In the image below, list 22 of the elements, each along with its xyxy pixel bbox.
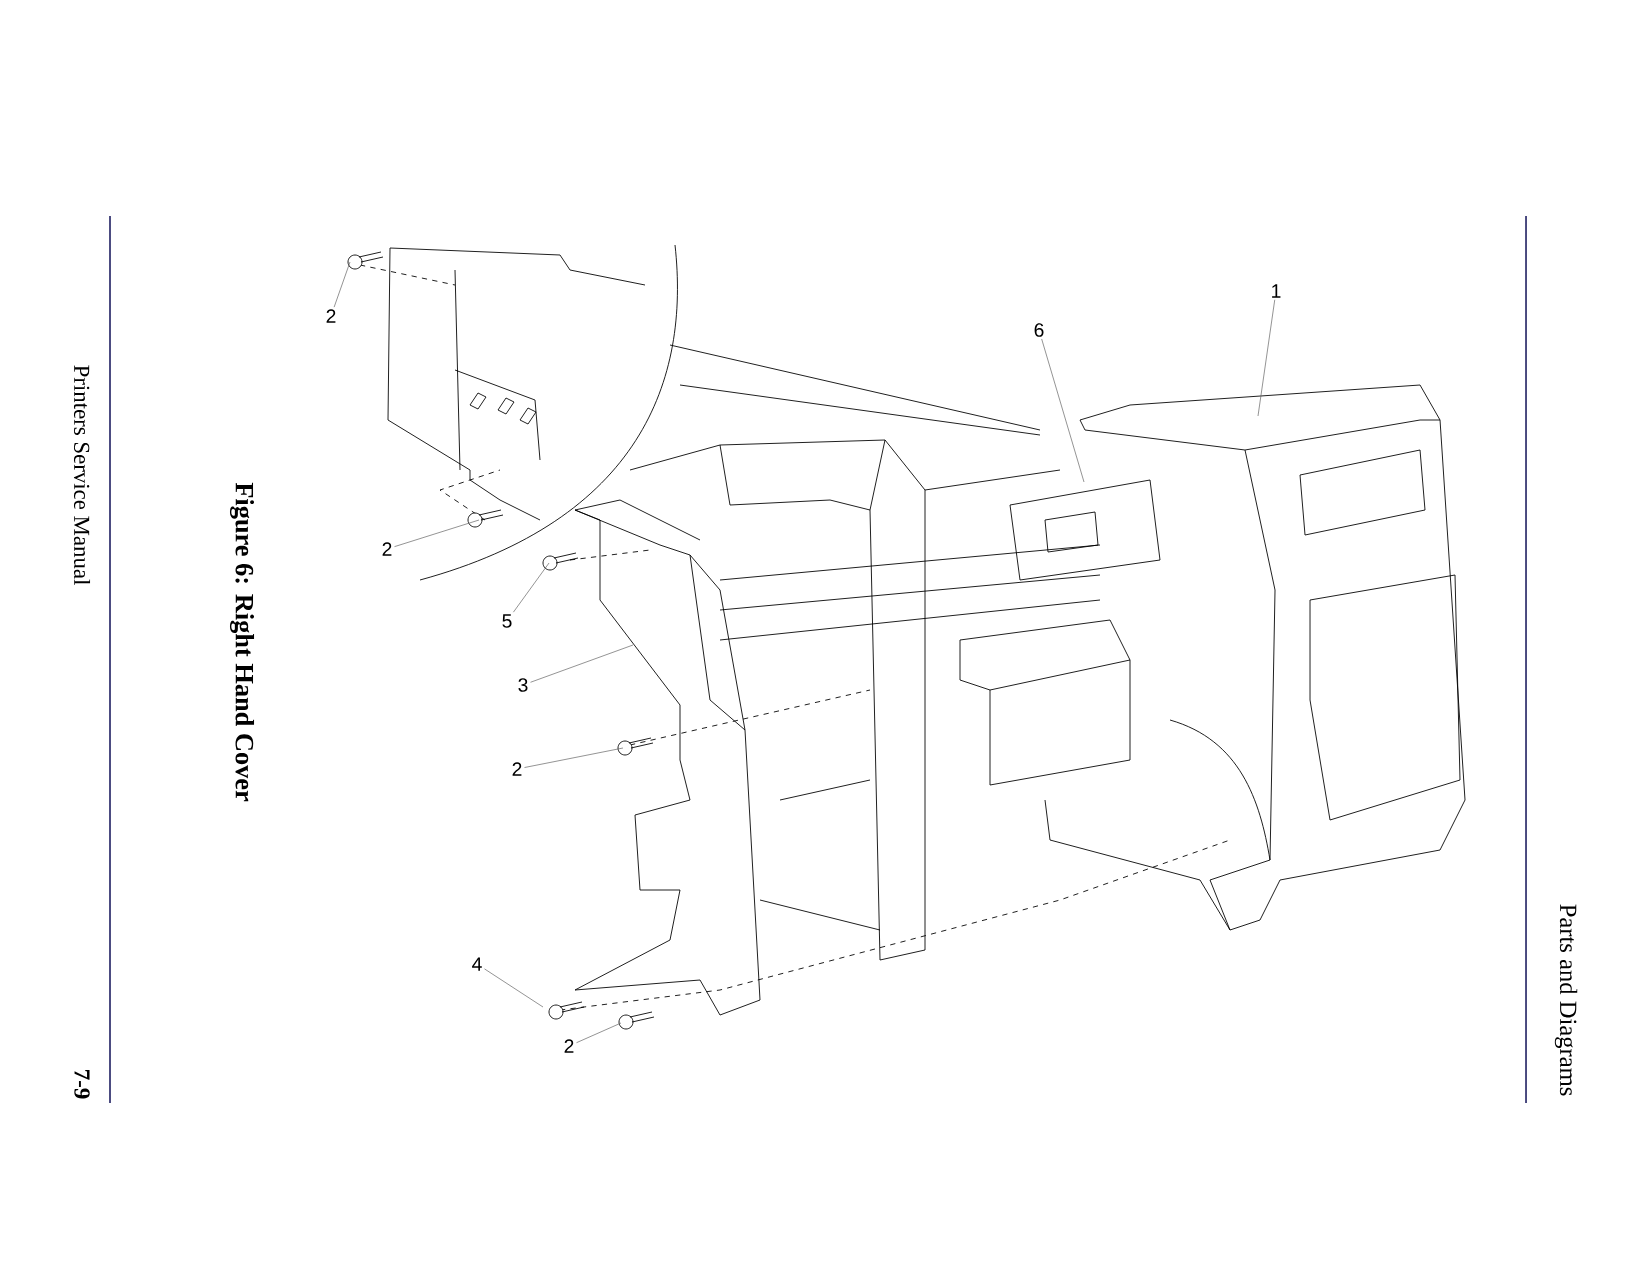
- leader-line: [394, 519, 480, 547]
- callout-number: 5: [502, 614, 512, 628]
- callout-number: 2: [326, 309, 336, 323]
- page-number: 7-9: [74, 1070, 90, 1099]
- leader-line: [333, 261, 351, 308]
- callout-number: 3: [518, 678, 528, 692]
- leader-line: [576, 1022, 622, 1044]
- section-title: Parts and Diagrams: [1554, 904, 1578, 1096]
- callout-number: 4: [472, 957, 482, 971]
- figure-caption: Figure 6: Right Hand Cover: [229, 482, 255, 802]
- callout-number: 2: [564, 1039, 574, 1053]
- leader-line: [1041, 338, 1085, 483]
- leader-line: [1257, 299, 1276, 417]
- callout-number: 6: [1034, 323, 1044, 337]
- callout-number: 2: [382, 542, 392, 556]
- leader-line: [513, 562, 550, 613]
- leader-line: [530, 644, 634, 683]
- callout-number: 2: [512, 762, 522, 776]
- callout-number: 1: [1272, 284, 1281, 298]
- running-header: Printers Service Manual: [73, 365, 91, 585]
- leader-line: [524, 747, 624, 768]
- leader-line: [484, 968, 544, 1008]
